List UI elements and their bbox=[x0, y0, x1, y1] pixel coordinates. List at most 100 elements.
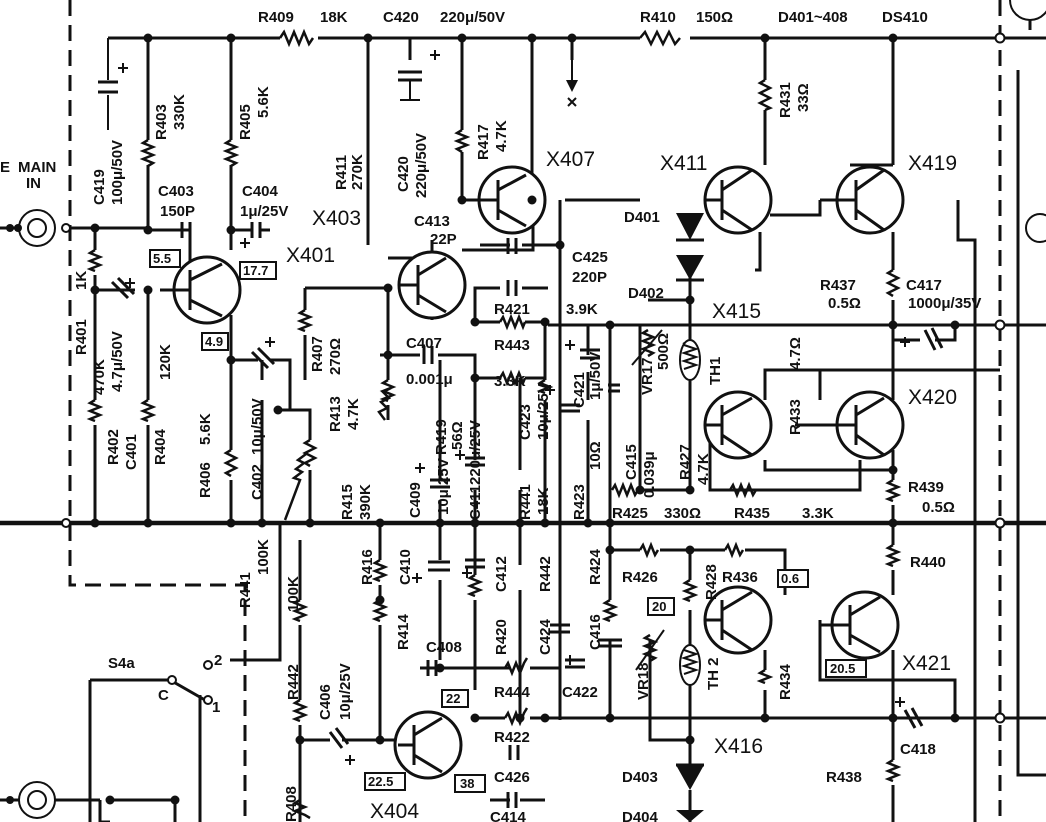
r425-ref: R425 bbox=[612, 505, 648, 522]
r441a-value: 18K bbox=[535, 487, 552, 515]
input-label-prefix: E bbox=[0, 159, 10, 176]
voltage-x404-aux: 38 bbox=[460, 776, 474, 791]
capacitors bbox=[98, 50, 944, 808]
polarity-marks bbox=[118, 63, 910, 765]
c409-ref: C409 bbox=[407, 482, 424, 518]
r442b-value: 100K bbox=[285, 576, 302, 612]
c402-ref: C402 bbox=[249, 464, 266, 500]
r413-value: 4.7K bbox=[345, 398, 362, 430]
r439-ref: R439 bbox=[908, 479, 944, 496]
r402-value: 470K bbox=[91, 359, 108, 395]
transistor-x419 bbox=[770, 165, 905, 235]
r433-ref: R433 bbox=[787, 399, 804, 435]
c402-value: 10μ/50V bbox=[249, 398, 266, 455]
c419-value: 100μ/50V bbox=[109, 140, 126, 205]
r405-value: 5.6K bbox=[255, 86, 272, 118]
r441b-value: 100K bbox=[255, 539, 272, 575]
x421-label: X421 bbox=[902, 652, 951, 675]
r439-value: 0.5Ω bbox=[922, 499, 955, 516]
r403-ref: R403 bbox=[153, 104, 170, 140]
voltage-x404-collector: 22 bbox=[446, 691, 460, 706]
x416-label: X416 bbox=[714, 735, 763, 758]
r407-value: 270Ω bbox=[327, 338, 344, 375]
junctions bbox=[6, 32, 1006, 805]
c406-value: 10μ/25V bbox=[337, 663, 354, 720]
r441b-ref: R441 bbox=[237, 572, 254, 608]
r401-ref: R401 bbox=[73, 319, 90, 355]
input-jacks bbox=[18, 0, 1046, 819]
c419-ref: C419 bbox=[91, 169, 108, 205]
c413-ref: C413 bbox=[414, 213, 450, 230]
c425-value: 220P bbox=[572, 269, 607, 286]
r423-ref: R423 bbox=[571, 484, 588, 520]
c407-value: 0.001μ bbox=[406, 371, 453, 388]
x411-label: X411 bbox=[660, 152, 708, 175]
r421-value: 3.9K bbox=[566, 301, 598, 318]
switch-s4a bbox=[90, 660, 213, 705]
c412-ref: C412 bbox=[493, 556, 510, 592]
r427-value: 4.7K bbox=[695, 453, 712, 485]
c410-ref: C410 bbox=[397, 549, 414, 585]
resistors-horizontal bbox=[498, 313, 758, 727]
r406-ref: R406 bbox=[197, 462, 214, 498]
r442b-ref: R442 bbox=[285, 664, 302, 700]
c408-ref: C408 bbox=[426, 639, 462, 656]
voltage-x404-emitter: 22.5 bbox=[368, 774, 393, 789]
r419-value: 56Ω bbox=[449, 421, 466, 450]
c403-ref: C403 bbox=[158, 183, 194, 200]
transistor-x403 bbox=[397, 250, 467, 320]
c403-value: 150P bbox=[160, 203, 195, 220]
c401-value: 4.7μ/50V bbox=[109, 331, 126, 392]
c421-ref: C421 bbox=[571, 372, 588, 408]
c406-ref: C406 bbox=[317, 684, 334, 720]
r436-ref: R436 bbox=[722, 569, 758, 586]
r423-value: 10Ω bbox=[587, 441, 604, 470]
transistor-x401 bbox=[172, 255, 242, 325]
switch-name: S4a bbox=[108, 655, 135, 672]
transistor-x407 bbox=[477, 165, 547, 235]
voltage-x416-base: 20 bbox=[652, 599, 666, 614]
r415-value: 390K bbox=[357, 484, 374, 520]
x415-label: X415 bbox=[712, 300, 761, 323]
d401-label: D401 bbox=[624, 209, 660, 226]
r437-value: 0.5Ω bbox=[828, 295, 861, 312]
ground-arrow bbox=[566, 60, 578, 107]
voltage-x401-emitter: 4.9 bbox=[205, 334, 223, 349]
c413-value: 22P bbox=[430, 231, 457, 248]
c423-value: 10μ/25V bbox=[535, 383, 552, 440]
c420a-value: 220μ/50V bbox=[440, 9, 505, 26]
r406-value: 5.6K bbox=[197, 413, 214, 445]
r427-ref: R427 bbox=[677, 444, 694, 480]
ds410-label: DS410 bbox=[882, 9, 928, 26]
voltage-x421-base: 20.5 bbox=[830, 661, 855, 676]
r435-ref: R435 bbox=[734, 505, 770, 522]
switch-contact-c: C bbox=[158, 687, 169, 704]
r443-value: 3.3K bbox=[494, 373, 526, 390]
r405-ref: R405 bbox=[237, 104, 254, 140]
r402-ref: R402 bbox=[105, 429, 122, 465]
trimmers bbox=[631, 328, 665, 671]
x419-label: X419 bbox=[908, 152, 957, 175]
d404-label: D404 bbox=[622, 809, 659, 822]
c404-ref: C404 bbox=[242, 183, 279, 200]
resistor-diagonal bbox=[283, 386, 392, 521]
c417-ref: C417 bbox=[906, 277, 942, 294]
th2-label: TH 2 bbox=[705, 657, 722, 690]
r414-ref: R414 bbox=[395, 613, 412, 650]
c421-value: 1μ/50V bbox=[587, 352, 604, 400]
r421-ref: R421 bbox=[494, 301, 530, 318]
r419-ref: R419 bbox=[433, 419, 450, 455]
th1-label: TH1 bbox=[707, 357, 724, 385]
r437-ref: R437 bbox=[820, 277, 856, 294]
vr17-value: 500Ω bbox=[655, 333, 672, 370]
transistor-x421 bbox=[820, 590, 900, 660]
transistor-x416 bbox=[703, 585, 773, 655]
r417-value: 4.7K bbox=[493, 120, 510, 152]
d402-label: D402 bbox=[628, 285, 664, 302]
r409-ref: R409 bbox=[258, 9, 294, 26]
r433-value: 4.7Ω bbox=[787, 337, 804, 370]
r415-ref: R415 bbox=[339, 484, 356, 520]
r422-ref: R422 bbox=[494, 729, 530, 746]
thermistors bbox=[679, 339, 701, 686]
